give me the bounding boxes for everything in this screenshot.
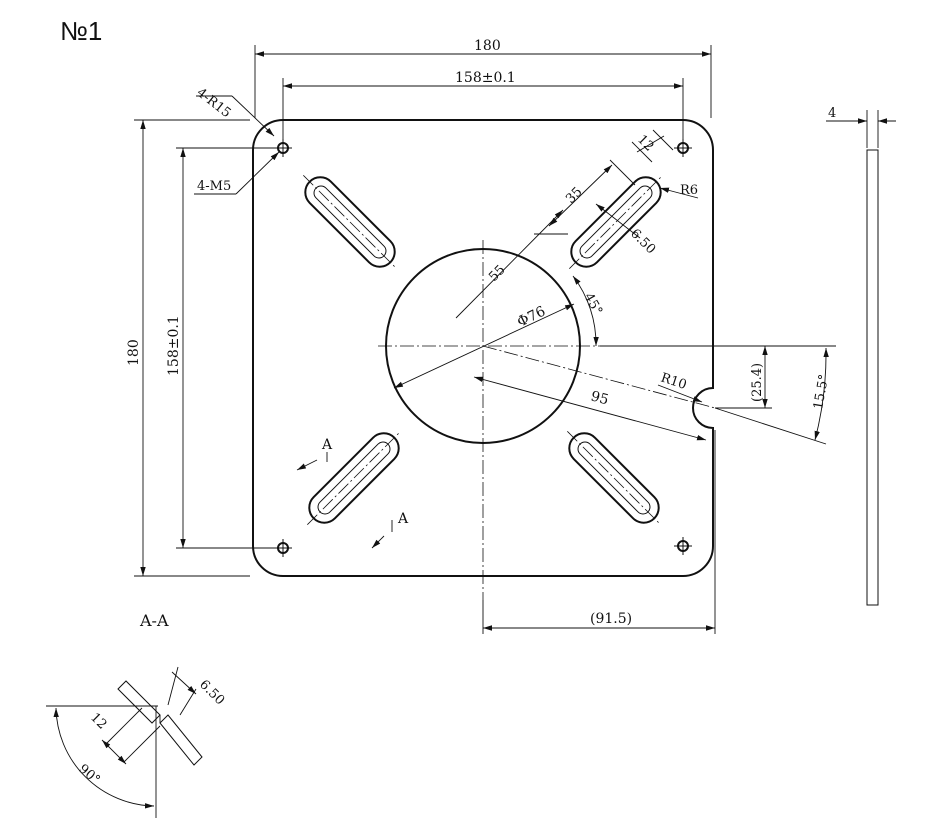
section-marker-top: A: [296, 437, 333, 471]
dim-hole-spacing-v: 158±0.1: [166, 147, 276, 549]
dim-thread-text: 4-M5: [197, 179, 231, 194]
section-title: A-A: [139, 611, 169, 630]
dim-overall-height: 180: [126, 119, 250, 577]
slot-bottom-left: [307, 431, 401, 525]
dim-notch-distance: 95: [473, 376, 707, 441]
dim-notch-distance-text: 95: [589, 388, 610, 408]
sheet-label: №1: [60, 16, 102, 46]
corner-hole-br: [674, 537, 692, 555]
dim-overall-height-text: 180: [126, 339, 142, 366]
dim-slot-offset: 55: [455, 209, 564, 319]
section-inner-text: 6.50: [196, 677, 227, 708]
dim-bore-text: Φ76: [515, 303, 548, 330]
slot-top-right: [569, 175, 663, 269]
slot-bottom-right: [567, 431, 661, 525]
slot-top-left: [303, 175, 397, 269]
side-view: 4: [826, 106, 896, 606]
corner-holes: [274, 139, 692, 557]
dim-slot-radius: R6: [659, 183, 699, 199]
dim-slot-offset-text: 55: [486, 263, 508, 285]
dim-notch-offset-text: (25.4): [750, 363, 765, 402]
section-width-text: 12: [87, 710, 109, 732]
dim-overall-width-text: 180: [474, 38, 501, 54]
dim-slot-angle: 45°: [572, 275, 605, 347]
dim-notch-angle-text: 15.5°: [811, 373, 832, 411]
corner-hole-tl: [274, 139, 292, 157]
dim-slot-length-text: 35: [563, 185, 585, 207]
dim-slot-radius-text: R6: [680, 183, 698, 198]
section-marker-bottom-text: A: [397, 511, 409, 527]
dim-thickness-text: 4: [828, 106, 836, 121]
dim-hole-spacing-h-text: 158±0.1: [455, 70, 516, 86]
corner-hole-tr: [674, 139, 692, 157]
section-marker-top-text: A: [321, 437, 333, 453]
dim-hole-spacing-v-text: 158±0.1: [166, 315, 182, 376]
dim-bore: Φ76: [393, 303, 575, 389]
dim-notch-offset: (25.4): [600, 345, 772, 409]
dim-slot-width: 12: [631, 129, 674, 163]
dim-center-to-edge-text: (91.5): [590, 611, 632, 627]
plate-outline: [252, 119, 714, 577]
corner-hole-bl: [274, 539, 292, 557]
dim-corner-radius-text: 4-R15: [194, 85, 234, 121]
section-angle-text: 90°: [75, 762, 102, 788]
section-marker-bottom: A: [371, 511, 409, 549]
dim-notch-radius-text: R10: [659, 371, 689, 393]
dim-thread: 4-M5: [194, 151, 280, 195]
dim-overall-width: 180: [254, 38, 712, 118]
section-view: 90° 12 6.50: [46, 666, 227, 818]
dim-center-to-edge: (91.5): [482, 430, 716, 634]
dim-hole-spacing-h: 158±0.1: [282, 70, 684, 140]
dim-slot-inner-text: 6.50: [627, 226, 658, 257]
dim-notch-angle: 15.5°: [714, 345, 836, 445]
